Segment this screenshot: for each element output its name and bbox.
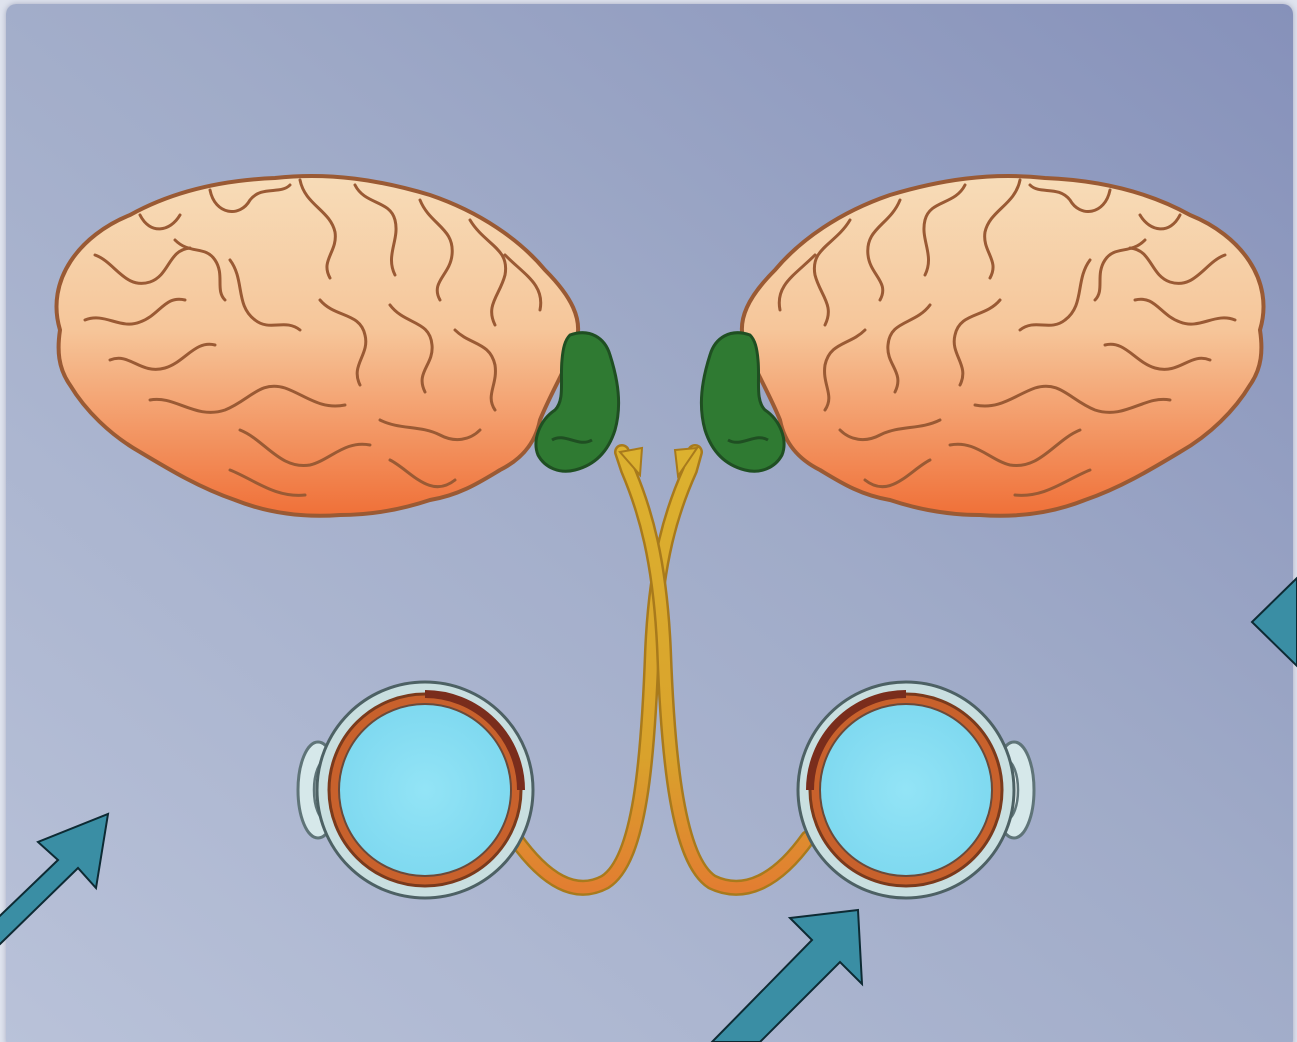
left-eye-vitreous	[339, 704, 511, 876]
right-eye-vitreous	[820, 704, 992, 876]
